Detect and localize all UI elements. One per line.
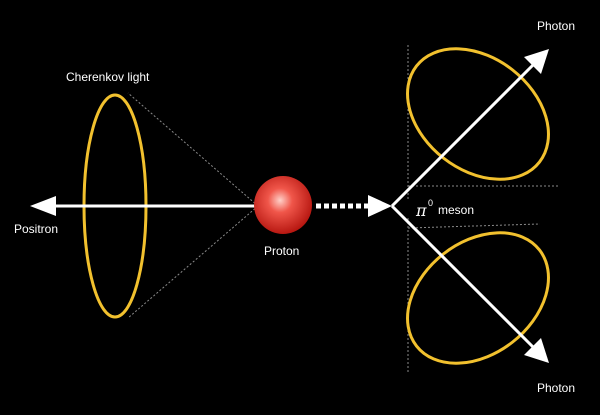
photon-arrow-top [390,49,549,208]
cherenkov-light-label: Cherenkov light [66,70,150,84]
proton-label: Proton [264,244,299,258]
proton-path-arrow [316,195,392,217]
pi-superscript: 0 [428,198,433,208]
positron-arrow [30,196,258,216]
photon-label-bottom: Photon [537,381,575,395]
photon-arrow-bottom [390,204,549,363]
cherenkov-ring-photon-bottom [406,231,550,365]
proton-sphere [254,176,312,234]
photon-label-top: Photon [537,19,575,33]
pi-symbol: π [415,201,427,220]
photon-cone-lines [407,45,560,372]
cherenkov-cone-lines [127,92,259,319]
meson-label: meson [438,203,474,217]
cherenkov-ring-photon-top [406,47,550,181]
positron-label: Positron [14,222,58,236]
